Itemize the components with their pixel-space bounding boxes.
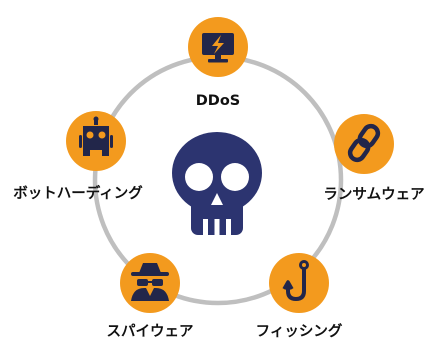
node-ransomware-label: ランサムウェア [323,186,424,203]
node-bot-harding-label: ボットハーディング [13,184,143,202]
monitor-lightning-icon [202,33,234,63]
node-spyware: スパイウェア [107,253,194,340]
fishhook-icon [282,260,309,302]
node-ddos: DDoS [188,17,248,109]
node-phishing-label: フィッシング [256,322,343,340]
node-bot-harding: ボットハーディング [13,111,143,202]
skull-icon [172,132,262,236]
node-ddos-label: DDoS [196,93,240,109]
spy-icon [131,263,169,301]
node-phishing: フィッシング [256,253,343,340]
node-phishing-circle [269,253,329,313]
chain-link-icon [347,123,381,163]
node-ransomware: ランサムウェア [323,114,425,203]
robot-icon [79,116,113,156]
node-spyware-label: スパイウェア [107,323,194,340]
